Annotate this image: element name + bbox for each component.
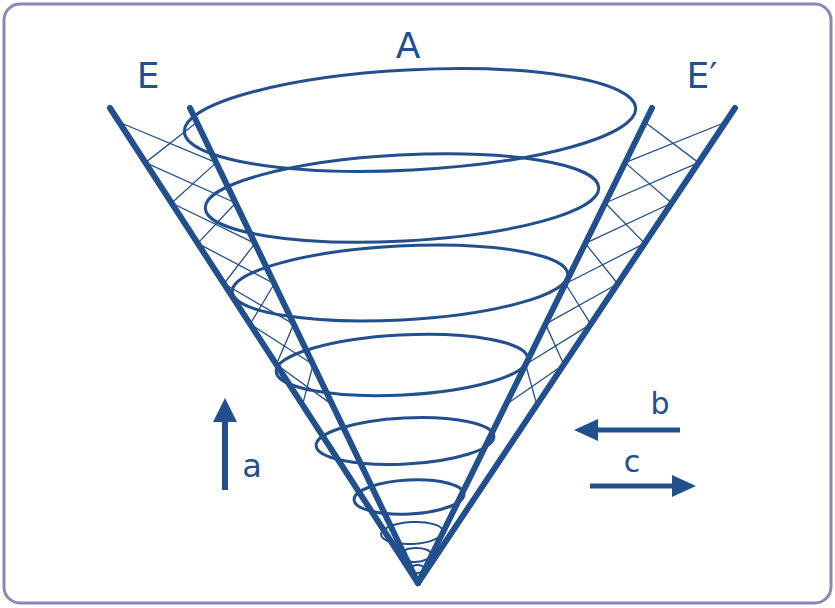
direction-arrows [213, 398, 696, 497]
rung-line [224, 243, 255, 283]
arrow-shaft [595, 428, 680, 433]
spiral-coil [203, 145, 601, 252]
rung-line [546, 324, 564, 364]
rung-line [605, 203, 644, 243]
rung-line [303, 365, 314, 405]
edge-label: E [137, 58, 160, 94]
arrow-shaft [590, 484, 675, 489]
arrow-label: b [650, 389, 669, 419]
wall-line [190, 108, 418, 583]
rung-line [565, 284, 590, 324]
spiral-coil [230, 237, 569, 328]
arrow-label: a [242, 450, 262, 482]
arrow-label: c [624, 447, 641, 477]
wall-line [418, 108, 735, 583]
arrow-head [213, 398, 237, 422]
wall-line [418, 108, 652, 583]
rung-line [645, 122, 699, 162]
frame [4, 4, 831, 603]
wall-line [110, 108, 418, 583]
rung-line [625, 163, 672, 203]
rung-line [526, 365, 537, 405]
spiral-coils [182, 58, 639, 573]
arrow-head [574, 419, 598, 441]
arrow-head [672, 475, 696, 497]
rung-line [250, 284, 274, 324]
region-label: A [396, 28, 421, 64]
edge-label: E′ [687, 58, 718, 94]
spiral-coil [182, 58, 639, 182]
cone-walls [110, 108, 735, 583]
rung-line [585, 243, 617, 283]
arrow-shaft [222, 418, 228, 490]
